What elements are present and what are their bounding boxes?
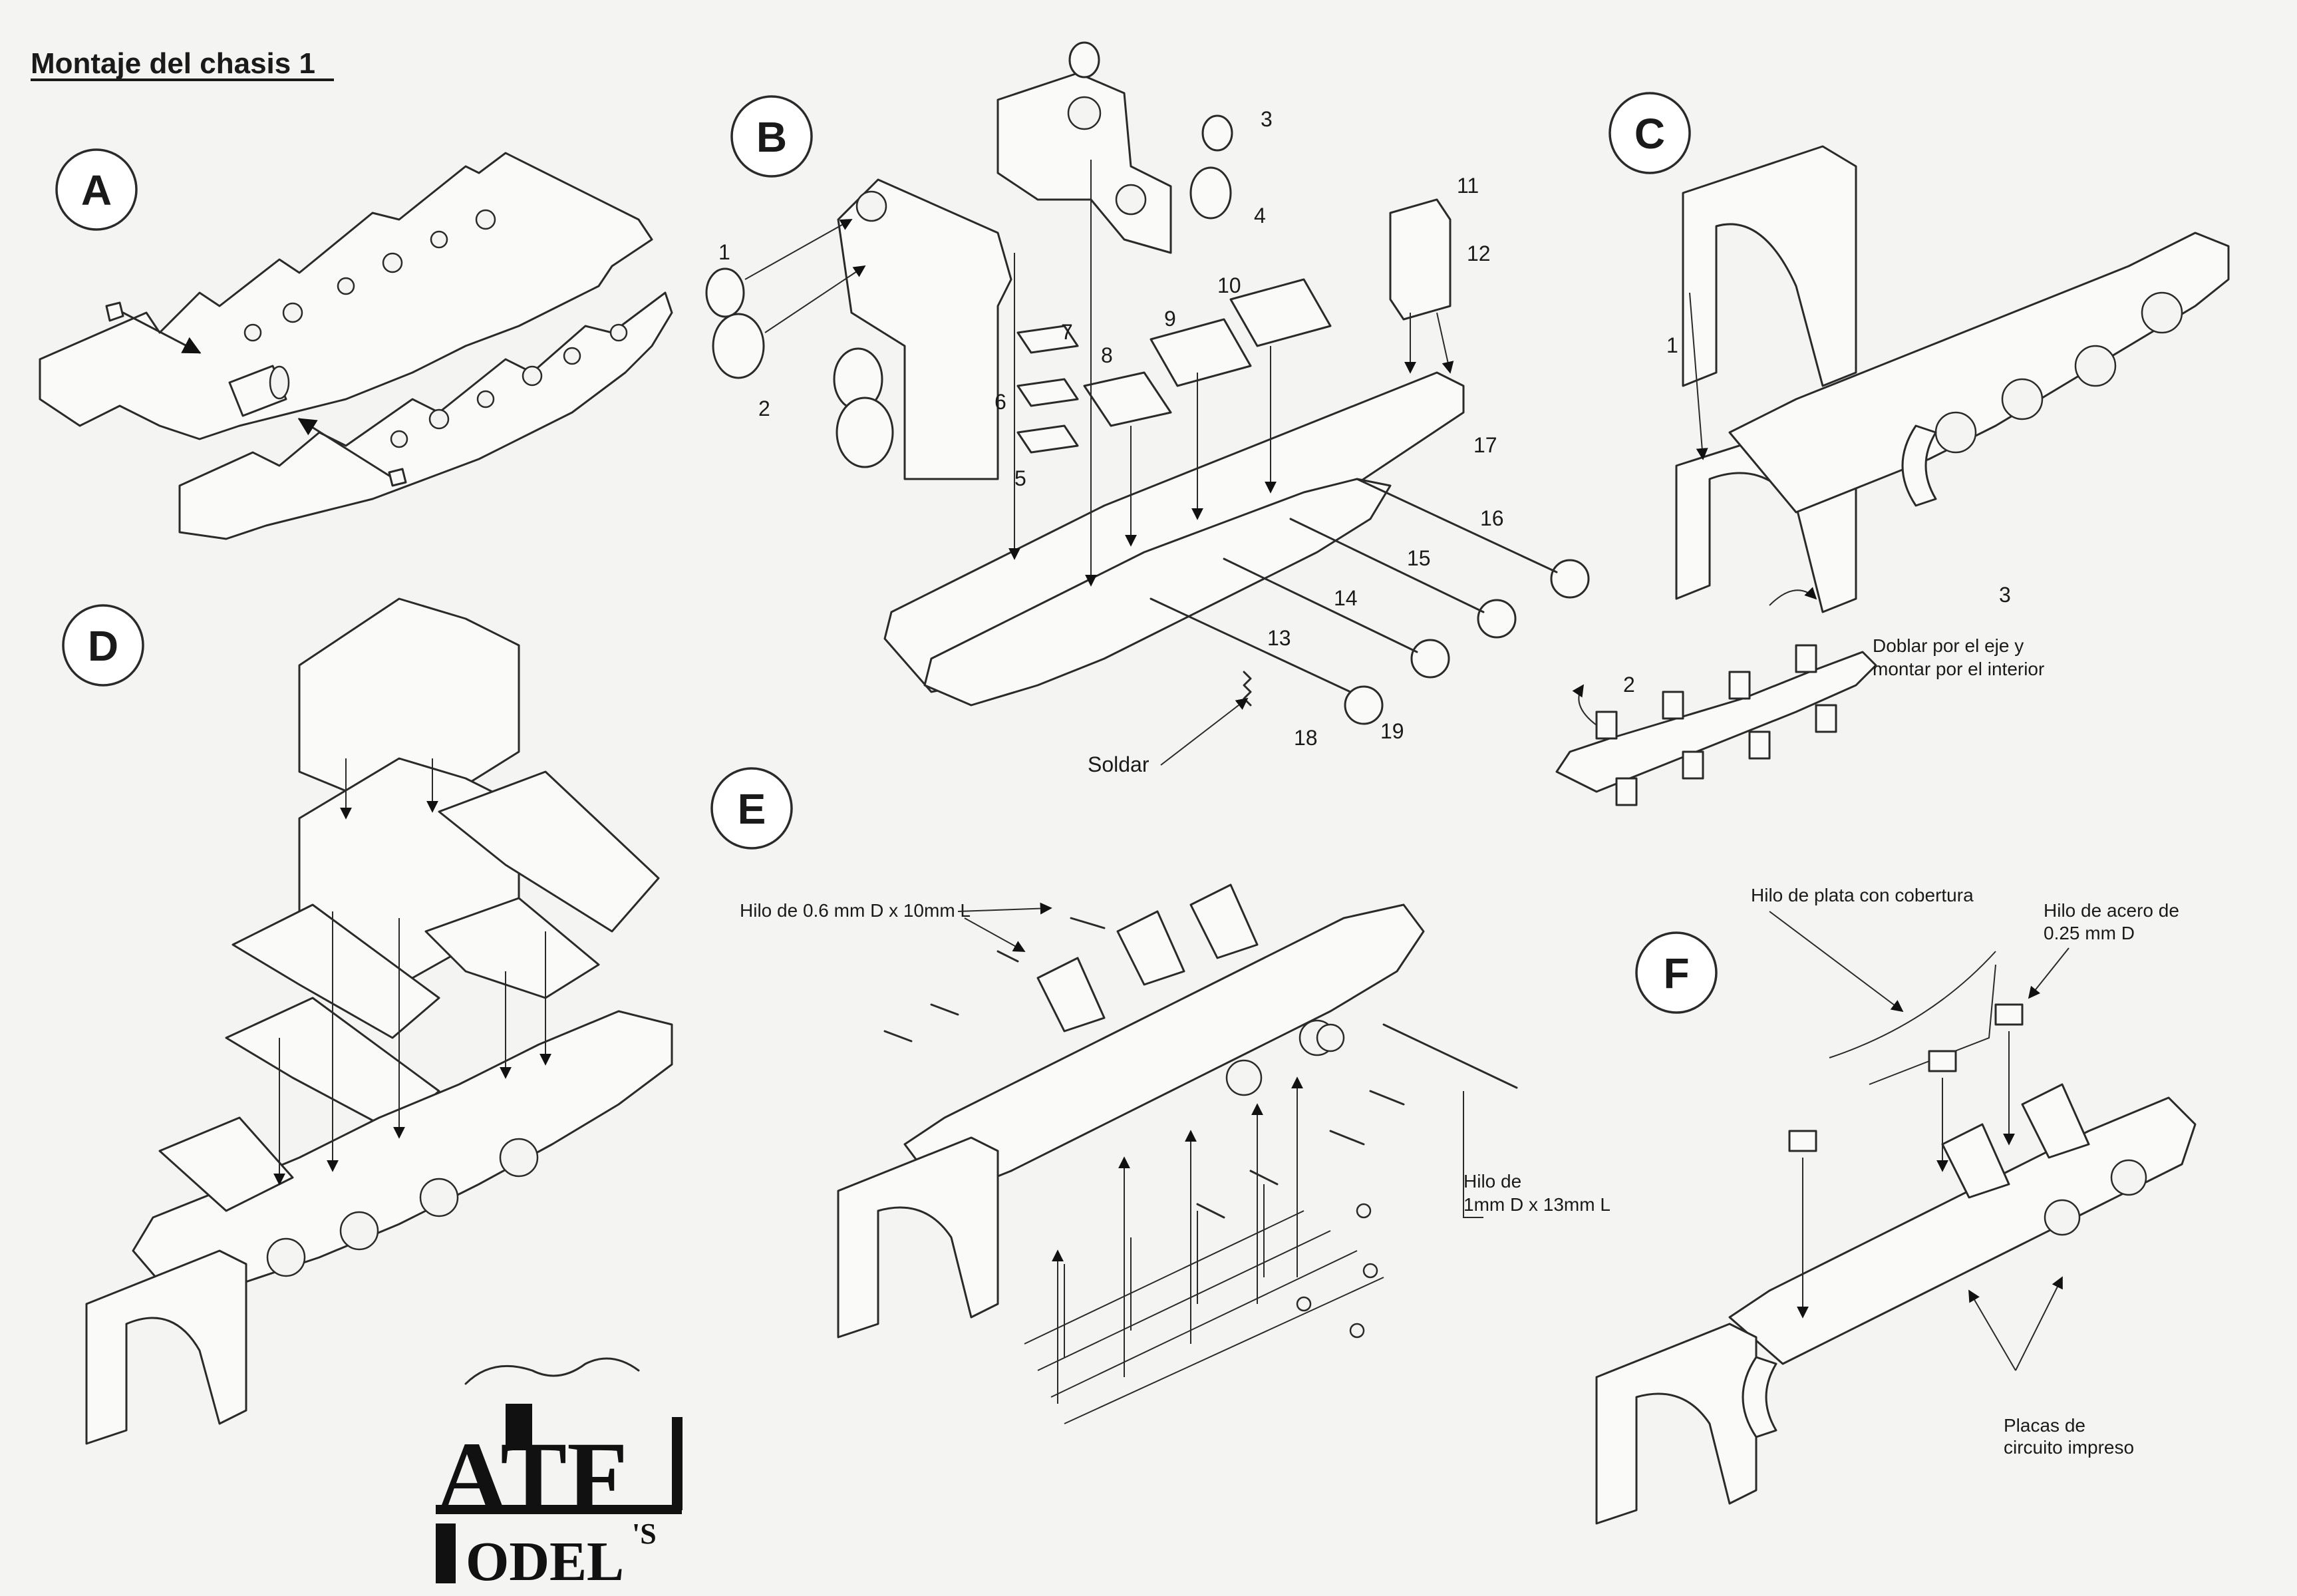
main-bracket-part <box>837 178 1012 480</box>
panel-d: D <box>62 597 673 1445</box>
pcb-label-line1: Placas de <box>2004 1415 2085 1436</box>
step-e-badge <box>710 767 793 850</box>
label-11: 11 <box>1457 174 1479 198</box>
label-19: 19 <box>1380 719 1404 743</box>
logo-suffix-text: 'S <box>632 1517 657 1550</box>
cab-f <box>1595 1323 1758 1525</box>
frame-plate-rear <box>39 152 653 440</box>
chassis-e <box>903 903 1425 1199</box>
step-f-letter: F <box>1663 949 1689 997</box>
step-e-letter: E <box>738 785 766 833</box>
fold-strip-part <box>1555 651 1877 793</box>
cab-arch-part <box>1682 145 1857 387</box>
label-1: 1 <box>718 240 730 264</box>
atf-models-logo: ATF ODEL 'S <box>436 1357 683 1593</box>
step-b-badge <box>730 95 813 178</box>
step-a-letter: A <box>81 166 112 214</box>
step-d-letter: D <box>88 622 118 670</box>
washer-2 <box>712 313 765 379</box>
step-d-badge <box>62 604 144 687</box>
bush-1 <box>1550 559 1590 599</box>
chassis-f <box>1728 1096 2197 1365</box>
step-c-letter: C <box>1634 110 1665 158</box>
c-label-1: 1 <box>1666 333 1678 357</box>
wire-large <box>1382 1023 1518 1089</box>
label-10: 10 <box>1217 273 1241 297</box>
step-b-letter: B <box>756 113 787 161</box>
label-5: 5 <box>1014 466 1026 490</box>
step-a-badge <box>55 148 138 231</box>
wire-large-label-line1: Hilo de <box>1463 1171 1521 1192</box>
soldar-label: Soldar <box>1088 752 1149 776</box>
silver-wire-label: Hilo de plata con cobertura <box>1751 885 1974 905</box>
label-8: 8 <box>1101 343 1113 367</box>
bolt-3 <box>1201 114 1233 152</box>
panel-e: E Hilo de 0.6 mm D x 10mm L <box>710 767 1610 1424</box>
cab-e <box>837 1136 999 1339</box>
fold-tabs <box>1595 644 1837 806</box>
label-4: 4 <box>1254 204 1266 228</box>
panel-f: F Hilo de plata con cobertura Hilo de ac… <box>1595 885 2197 1525</box>
silver-wire <box>1829 951 1996 1058</box>
chassis-frame-lower <box>923 478 1392 707</box>
screw-left-icon <box>105 301 124 322</box>
smoke-icon <box>464 1357 640 1385</box>
fold-note-line2: montar por el interior <box>1873 659 2044 679</box>
label-15: 15 <box>1407 546 1431 570</box>
panel-c: C 1 2 3 Doblar por el eje y montar por e… <box>1555 92 2230 806</box>
wire-small-label: Hilo de 0.6 mm D x 10mm L <box>740 900 971 921</box>
logo-top-text: ATF <box>436 1422 628 1532</box>
steel-wire-label-line1: Hilo de acero de <box>2044 900 2179 921</box>
step-f-badge <box>1635 931 1718 1014</box>
label-16: 16 <box>1480 506 1504 530</box>
wire-large-label-line2: 1mm D x 13mm L <box>1463 1194 1610 1215</box>
panel-a: A <box>39 148 673 540</box>
label-3: 3 <box>1261 107 1273 131</box>
washer-4 <box>1189 166 1232 220</box>
bush-19 <box>1344 685 1384 725</box>
label-9: 9 <box>1164 307 1176 331</box>
washer-1 <box>705 267 745 318</box>
c-label-2: 2 <box>1623 673 1635 697</box>
label-14: 14 <box>1334 586 1358 610</box>
step-c-badge <box>1608 92 1691 174</box>
cab-d <box>85 1249 247 1445</box>
label-18: 18 <box>1294 726 1318 750</box>
label-6: 6 <box>995 390 1006 414</box>
label-12: 12 <box>1467 241 1491 265</box>
page-title: Montaje del chasis 1 <box>31 47 315 80</box>
pcb-label-line2: circuito impreso <box>2004 1437 2134 1458</box>
label-17: 17 <box>1473 433 1497 457</box>
frame-holes <box>243 209 628 448</box>
label-2: 2 <box>758 397 770 420</box>
panel-b: B <box>705 41 1590 776</box>
pcb-block <box>1994 1003 2024 1026</box>
fold-note-line1: Doblar por el eje y <box>1873 635 2024 656</box>
tab-part-11-12 <box>1389 198 1452 321</box>
c-label-3: 3 <box>1999 583 2011 607</box>
chassis-d <box>132 1010 673 1299</box>
label-13: 13 <box>1267 626 1291 650</box>
label-7: 7 <box>1061 320 1073 344</box>
logo-bottom-text: ODEL <box>466 1531 624 1593</box>
screw-right-icon <box>388 468 407 487</box>
steel-wire-label-line2: 0.25 mm D <box>2044 923 2135 943</box>
bracket-stack-top <box>298 597 520 820</box>
